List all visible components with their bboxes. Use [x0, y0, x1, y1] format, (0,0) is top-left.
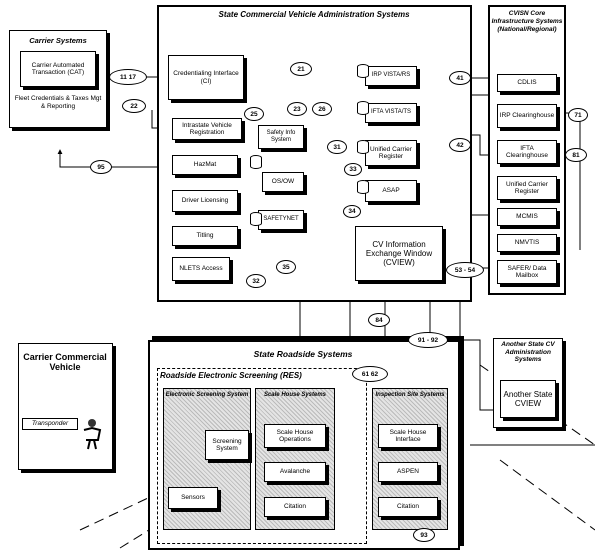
- flow-label: 31: [327, 140, 347, 154]
- flow-label: 22: [122, 99, 146, 113]
- citation-box[interactable]: Citation: [264, 497, 326, 517]
- flow-label: 41: [449, 71, 471, 85]
- credentialing-interface-box[interactable]: Credentialing Interface (CI): [168, 55, 244, 100]
- safety-info-box[interactable]: Safety Info System: [258, 125, 304, 149]
- carrier-systems-title: Carrier Systems: [29, 36, 87, 45]
- aspen-box[interactable]: ASPEN: [378, 462, 438, 482]
- person-icon: [80, 418, 106, 450]
- scale-house-interface-box[interactable]: Scale House Interface: [378, 424, 438, 448]
- database-icon: [250, 155, 262, 169]
- titling-box[interactable]: Titling: [172, 226, 238, 246]
- safetynet-box[interactable]: SAFETYNET: [258, 210, 304, 230]
- another-state-title: Another State CV Administration Systems: [501, 341, 555, 363]
- safer-box[interactable]: SAFER/ Data Mailbox: [497, 260, 557, 284]
- flow-label: 91 - 92: [408, 332, 448, 348]
- flow-label: 35: [276, 260, 296, 274]
- res-title: Roadside Electronic Screening (RES): [160, 371, 302, 380]
- carrier-systems-frame: Carrier Systems Carrier Automated Transa…: [9, 30, 107, 128]
- mcmis-box[interactable]: MCMIS: [497, 208, 557, 226]
- database-icon: [250, 212, 262, 226]
- os-ow-box[interactable]: OS/OW: [262, 172, 304, 192]
- flow-label: 81: [565, 148, 587, 162]
- carrier-vehicle-frame: [18, 343, 113, 470]
- fleet-label: Fleet Credentials & Taxes Mgt & Reportin…: [14, 95, 102, 110]
- flow-label: 61 62: [352, 366, 388, 382]
- state-cvas-title: State Commercial Vehicle Administration …: [218, 10, 410, 19]
- nlets-access-box[interactable]: NLETS Access: [172, 257, 230, 281]
- ifta-clearinghouse-box[interactable]: IFTA Clearinghouse: [497, 140, 557, 164]
- flow-label: 26: [312, 102, 332, 116]
- driver-licensing-box[interactable]: Driver Licensing: [172, 190, 238, 212]
- flow-label: 32: [246, 274, 266, 288]
- flow-label: 25: [244, 107, 264, 121]
- flow-label: 42: [449, 138, 471, 152]
- flow-label: 34: [343, 205, 361, 218]
- citation-2-box[interactable]: Citation: [378, 497, 438, 517]
- hazmat-box[interactable]: HazMat: [172, 155, 238, 175]
- another-state-cview-box[interactable]: Another State CVIEW: [500, 380, 556, 418]
- inspection-site-column-title: Inspection Site Systems: [375, 392, 445, 398]
- screening-system-box[interactable]: Screening System: [205, 430, 249, 460]
- res-frame: [157, 368, 367, 544]
- nmvtis-box[interactable]: NMVTIS: [497, 234, 557, 252]
- database-icon: [357, 64, 369, 78]
- irp-vistars-box[interactable]: IRP VISTA/RS: [365, 66, 417, 86]
- flow-label: 71: [568, 108, 588, 122]
- sensors-box[interactable]: Sensors: [168, 487, 218, 509]
- flow-label: 23: [287, 102, 307, 116]
- flow-label: 84: [368, 313, 390, 327]
- flow-label: 21: [290, 62, 312, 76]
- flow-label: 95: [90, 160, 112, 174]
- irp-clearinghouse-box[interactable]: IRP Clearinghouse: [497, 104, 557, 128]
- core-unified-carrier-register-box[interactable]: Unified Carrier Register: [497, 176, 557, 200]
- state-unified-carrier-register-box[interactable]: Unified Carrier Register: [365, 140, 417, 166]
- asap-box[interactable]: ASAP: [365, 180, 417, 202]
- flow-label: 93: [413, 528, 435, 542]
- flow-label: 53 - 54: [446, 262, 484, 278]
- scale-house-operations-box[interactable]: Scale House Operations: [264, 424, 326, 448]
- carrier-vehicle-title: Carrier Commercial Vehicle: [23, 352, 107, 372]
- avalanche-box[interactable]: Avalanche: [264, 462, 326, 482]
- database-icon: [357, 140, 369, 154]
- cvisn-core-title: CVISN Core Infrastructure Systems (Natio…: [491, 10, 563, 33]
- cview-box[interactable]: CV Information Exchange Window (CVIEW): [355, 226, 443, 281]
- flow-label: 33: [344, 163, 362, 176]
- screening-column-title: Electronic Screening System: [165, 392, 249, 398]
- database-icon: [357, 101, 369, 115]
- ifta-vistats-box[interactable]: IFTA VISTA/TS: [365, 103, 417, 123]
- cat-box[interactable]: Carrier Automated Transaction (CAT): [20, 51, 96, 87]
- transponder-box[interactable]: Transponder: [22, 418, 78, 430]
- flow-label: 11 17: [109, 69, 147, 85]
- state-roadside-title: State Roadside Systems: [253, 349, 353, 359]
- scale-house-column-title: Scale House Systems: [263, 392, 327, 398]
- cdlis-box[interactable]: CDLIS: [497, 74, 557, 92]
- intrastate-registration-box[interactable]: Intrastate Vehicle Registration: [172, 118, 242, 140]
- database-icon: [357, 180, 369, 194]
